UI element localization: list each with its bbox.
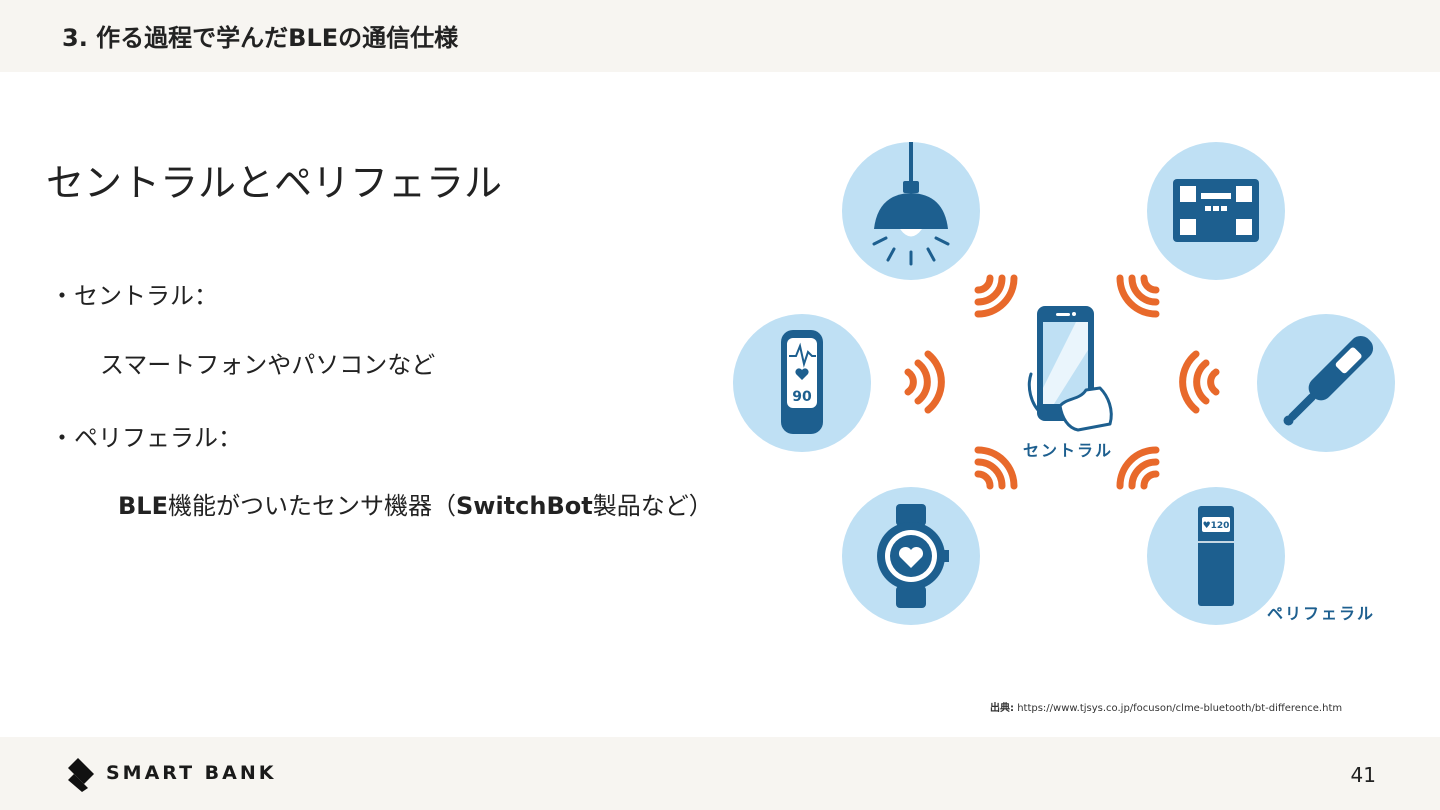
slide-header: 3. 作る過程で学んだBLEの通信仕様 [0, 0, 1440, 72]
source-url: https://www.tjsys.co.jp/focuson/clme-blu… [1017, 703, 1343, 714]
brand-name: SMART BANK [106, 762, 277, 784]
activity-tracker-icon: ♥120 [1147, 487, 1285, 625]
central-peripheral-diagram: 90 ♥120 セントラル [733, 142, 1395, 625]
central-label: ・セントラル： [50, 282, 218, 310]
header-title: 3. 作る過程で学んだBLEの通信仕様 [62, 24, 459, 52]
smartwatch-icon [842, 487, 980, 625]
scale-icon [1147, 142, 1285, 280]
peripheral-desc-mid: 機能がついたセンサ機器（ [167, 492, 456, 520]
signal-waves-bottom-left [974, 446, 1018, 490]
page-number: 41 [1350, 763, 1376, 787]
thermometer-icon [1257, 314, 1395, 452]
peripheral-desc-suffix: 製品など） [592, 492, 713, 520]
peripheral-description: BLE機能がついたセンサ機器（SwitchBot製品など） [118, 486, 713, 521]
source-citation: 出典: https://www.tjsys.co.jp/focuson/clme… [990, 699, 1342, 714]
signal-waves-top-left [974, 274, 1018, 318]
source-label: 出典: [990, 703, 1014, 714]
lamp-icon [842, 142, 980, 280]
peripheral-desc-brand: SwitchBot [455, 492, 593, 520]
signal-waves-left [904, 350, 945, 414]
central-caption: セントラル [1023, 441, 1113, 460]
peripheral-desc-prefix: BLE [118, 492, 168, 520]
fitness-band-icon: 90 [733, 314, 871, 452]
peripheral-caption: ペリフェラル [1267, 604, 1375, 623]
slide-footer [0, 737, 1440, 810]
peripheral-label: ・ペリフェラル： [50, 424, 242, 452]
central-description: スマートフォンやパソコンなど [100, 351, 436, 379]
section-title: セントラルとペリフェラル [46, 161, 503, 205]
smartphone-icon [1027, 306, 1113, 432]
signal-waves-top-right [1116, 274, 1160, 318]
signal-waves-bottom-right [1116, 446, 1160, 490]
signal-waves-right [1179, 350, 1220, 414]
brand-mark-icon [68, 758, 94, 792]
tracker-reading: ♥120 [1203, 521, 1230, 531]
band-reading: 90 [792, 389, 812, 405]
brand-logo: SMART BANK [66, 758, 296, 792]
